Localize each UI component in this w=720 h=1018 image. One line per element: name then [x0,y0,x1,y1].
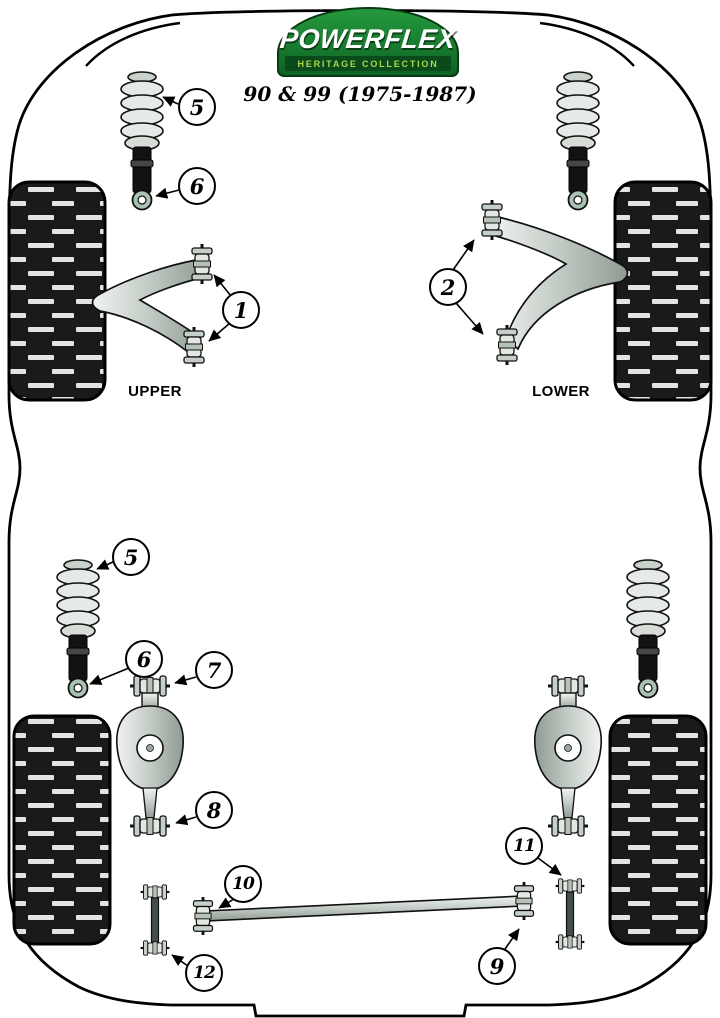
callout-front-upper-arm-bushes: 1 [222,291,260,329]
tire-front-left [7,180,107,402]
panhard-left-bushing [192,895,214,937]
brand-name: POWERFLEX [278,24,458,54]
callout-link-right-bush: 11 [505,827,543,865]
front-upper-arm-bottom-bushing [182,325,206,369]
a-pillar-line-left [85,21,181,67]
a-pillar-line-right [539,21,635,67]
front-lower-arm-top-bushing [480,198,504,242]
heritage-collection-banner: HERITAGE COLLECTION [285,56,451,71]
callout-panhard-right-bush: 9 [478,947,516,985]
model-title: 90 & 99 (1975-1987) [243,82,477,106]
label-upper-arm: UPPER [128,383,182,400]
car-body-outline [7,9,713,1018]
callout-front-lower-arm-bushes: 2 [429,268,467,306]
tire-rear-left [12,714,112,946]
front-upper-arm-top-bushing [190,242,214,286]
callout-arrows [89,96,562,967]
callout-panhard-left-bush: 10 [224,865,262,903]
callout-rear-arm-front-bush: 7 [195,651,233,689]
label-lower-arm: LOWER [532,383,590,400]
tire-front-right [613,180,713,402]
tires [7,180,713,946]
callout-rear-spring: 5 [112,538,150,576]
panhard-right-bushing [513,880,535,922]
front-lower-wishbone [480,198,629,367]
front-upper-wishbone [91,242,214,369]
front-lower-arm-bottom-bushing [495,323,519,367]
callout-rear-shock-mount: 6 [125,640,163,678]
callout-link-left-bush: 12 [185,954,223,992]
callout-front-shock-mount: 6 [178,167,216,205]
callout-rear-arm-rear-bush: 8 [195,791,233,829]
callout-front-spring: 5 [178,88,216,126]
tire-rear-right [608,714,708,946]
panhard-rod [192,880,535,937]
